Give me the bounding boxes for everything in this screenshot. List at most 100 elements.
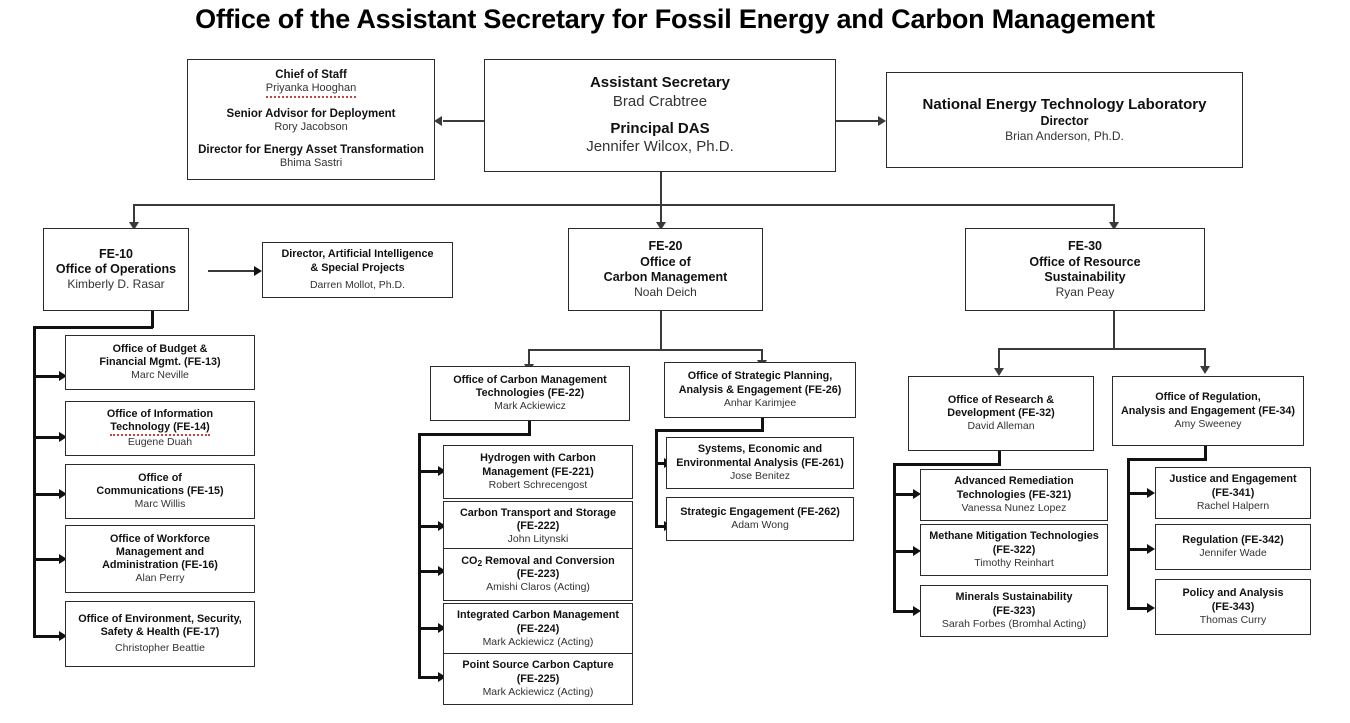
fe222-title-line1: Carbon Transport and Storage	[460, 506, 616, 519]
fe342-title-line1: Regulation (FE-342)	[1182, 534, 1284, 547]
node-fe343[interactable]: Policy and Analysis (FE-343) Thomas Curr…	[1155, 579, 1311, 635]
fe17-title-line1: Office of Environment, Security,	[78, 612, 242, 625]
fe32-title-line1: Office of Research &	[947, 393, 1055, 406]
connector-fe22-spine-left	[418, 433, 531, 436]
node-fe221[interactable]: Hydrogen with Carbon Management (FE-221)…	[443, 445, 633, 499]
arrow-to-fe225	[438, 672, 446, 682]
fe225-title-line1: Point Source Carbon Capture	[462, 659, 614, 672]
arrow-to-fe342	[1147, 544, 1155, 554]
fe224-name: Mark Ackiewicz (Acting)	[482, 635, 594, 648]
node-ai-director[interactable]: Director, Artificial Intelligence & Spec…	[262, 242, 453, 298]
node-fe30[interactable]: FE-30 Office of Resource Sustainability …	[965, 228, 1205, 311]
node-fe341[interactable]: Justice and Engagement (FE-341) Rachel H…	[1155, 467, 1311, 519]
fe322-title-line2: (FE-322)	[992, 543, 1036, 556]
connector-bus-to-fe34	[1204, 348, 1206, 369]
node-fe16[interactable]: Office of Workforce Management and Admin…	[65, 525, 255, 593]
fe22-title-line2: Technologies (FE-22)	[475, 387, 585, 400]
arrow-to-fe34	[1200, 366, 1210, 374]
energy-asset-director-title: Director for Energy Asset Transformation	[198, 144, 424, 157]
arrow-to-netl	[878, 116, 886, 126]
node-fe22[interactable]: Office of Carbon Management Technologies…	[430, 366, 630, 421]
fe341-title-line2: (FE-341)	[1211, 486, 1255, 499]
arrow-to-fe16	[59, 554, 67, 564]
node-netl[interactable]: National Energy Technology Laboratory Di…	[886, 72, 1243, 168]
connector-fe22-spine-drop	[528, 420, 531, 436]
node-fe32[interactable]: Office of Research & Development (FE-32)…	[908, 376, 1094, 451]
fe261-name: Jose Benitez	[729, 469, 791, 482]
arrow-to-fe15	[59, 489, 67, 499]
connector-stub-fe224	[418, 627, 441, 630]
node-fe10[interactable]: FE-10 Office of Operations Kimberly D. R…	[43, 228, 189, 311]
node-fe342[interactable]: Regulation (FE-342) Jennifer Wade	[1155, 524, 1311, 570]
fe321-name: Vanessa Nunez Lopez	[961, 501, 1067, 514]
fe222-name: John Litynski	[507, 533, 569, 546]
fe34-title-line1: Office of Regulation,	[1155, 391, 1261, 404]
netl-title: National Energy Technology Laboratory	[922, 95, 1207, 113]
node-fe262[interactable]: Strategic Engagement (FE-262) Adam Wong	[666, 497, 854, 541]
fe262-title-line1: Strategic Engagement (FE-262)	[680, 506, 840, 519]
connector-stub-fe321	[893, 493, 916, 496]
fe342-name: Jennifer Wade	[1199, 547, 1267, 560]
connector-stub-fe262	[655, 525, 667, 528]
arrow-to-fe223	[438, 566, 446, 576]
fe321-title-line1: Advanced Remediation	[954, 475, 1074, 488]
arrow-to-fe323	[913, 606, 921, 616]
connector-as-drop	[660, 172, 662, 205]
arrow-to-fe322	[913, 546, 921, 556]
node-fe17[interactable]: Office of Environment, Security, Safety …	[65, 601, 255, 667]
fe15-title-line2: Communications (FE-15)	[96, 485, 224, 498]
node-fe34[interactable]: Office of Regulation, Analysis and Engag…	[1112, 376, 1304, 446]
arrow-to-fe32	[994, 368, 1004, 376]
connector-top-bus	[133, 204, 1115, 206]
ai-director-title-line1: Director, Artificial Intelligence	[281, 248, 434, 261]
node-fe323[interactable]: Minerals Sustainability (FE-323) Sarah F…	[920, 585, 1108, 637]
connector-fe26-spine-drop	[761, 418, 764, 432]
connector-bus-to-fe10	[133, 204, 135, 224]
fe221-title-line2: Management (FE-221)	[482, 465, 594, 478]
connector-as-to-netl	[836, 120, 880, 122]
fe26-title-line1: Office of Strategic Planning,	[687, 370, 833, 383]
node-fe222[interactable]: Carbon Transport and Storage (FE-222) Jo…	[443, 501, 633, 552]
connector-fe10-spine-drop	[151, 310, 154, 328]
fe262-name: Adam Wong	[731, 519, 789, 532]
fe343-title-line1: Policy and Analysis	[1182, 587, 1284, 600]
fe15-title-line1: Office of	[138, 471, 182, 484]
fe10-code: FE-10	[98, 246, 134, 261]
fe26-name: Anhar Karimjee	[723, 396, 797, 409]
node-fe20[interactable]: FE-20 Office of Carbon Management Noah D…	[568, 228, 763, 311]
connector-bus-to-fe26	[761, 349, 763, 364]
node-fe15[interactable]: Office of Communications (FE-15) Marc Wi…	[65, 464, 255, 519]
fe32-title-line2: Development (FE-32)	[947, 407, 1055, 420]
connector-stub-fe222	[418, 525, 441, 528]
arrow-to-fe221	[438, 466, 446, 476]
node-fe26[interactable]: Office of Strategic Planning, Analysis &…	[664, 362, 856, 418]
fe222-title-line2: (FE-222)	[516, 520, 560, 533]
connector-fe32-spine-left	[893, 463, 1001, 466]
principal-das-name: Jennifer Wilcox, Ph.D.	[586, 138, 734, 156]
node-fe321[interactable]: Advanced Remediation Technologies (FE-32…	[920, 469, 1108, 521]
arrow-to-fe222	[438, 521, 446, 531]
node-fe261[interactable]: Systems, Economic and Environmental Anal…	[666, 437, 854, 489]
node-fe223[interactable]: CO2 Removal and Conversion (FE-223) Amis…	[443, 548, 633, 601]
node-chief-of-staff[interactable]: Chief of Staff Priyanka Hooghan Senior A…	[187, 59, 435, 180]
fe323-title-line1: Minerals Sustainability	[955, 591, 1073, 604]
fe223-title-line1: CO2 Removal and Conversion	[461, 554, 615, 568]
node-fe322[interactable]: Methane Mitigation Technologies (FE-322)…	[920, 524, 1108, 576]
node-fe13[interactable]: Office of Budget & Financial Mgmt. (FE-1…	[65, 335, 255, 390]
connector-fe34-spine-drop	[1204, 445, 1207, 461]
fe17-name: Christopher Beattie	[115, 642, 205, 655]
fe22-name: Mark Ackiewicz	[494, 400, 566, 413]
node-assistant-secretary[interactable]: Assistant Secretary Brad Crabtree Princi…	[484, 59, 836, 172]
fe16-title-line1: Office of Workforce	[110, 532, 210, 545]
node-fe225[interactable]: Point Source Carbon Capture (FE-225) Mar…	[443, 653, 633, 705]
fe13-title-line2: Financial Mgmt. (FE-13)	[99, 356, 221, 369]
fe321-title-line2: Technologies (FE-321)	[956, 488, 1072, 501]
fe341-title-line1: Justice and Engagement	[1169, 473, 1297, 486]
node-fe14[interactable]: Office of Information Technology (FE-14)…	[65, 401, 255, 456]
arrow-to-fe343	[1147, 603, 1155, 613]
node-fe224[interactable]: Integrated Carbon Management (FE-224) Ma…	[443, 603, 633, 655]
connector-stub-fe343	[1127, 607, 1150, 610]
fe341-name: Rachel Halpern	[1196, 499, 1270, 512]
fe16-name: Alan Perry	[135, 572, 185, 585]
connector-fe30-bus	[998, 348, 1205, 350]
